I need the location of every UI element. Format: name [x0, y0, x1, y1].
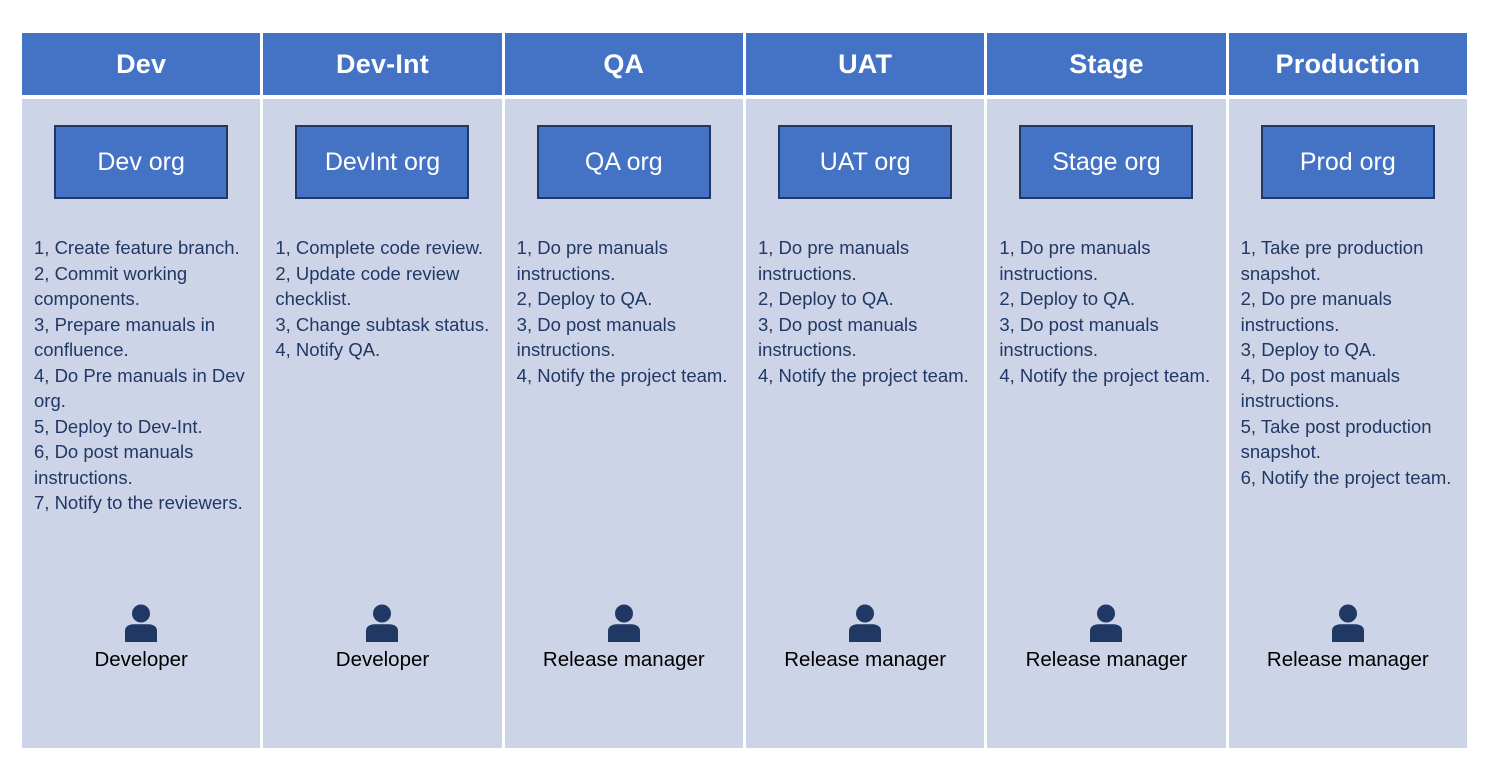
step-line: 1, Do pre manuals instructions. [757, 237, 910, 284]
step-list-dev-int: 1, Complete code review. 2, Update code r… [263, 235, 501, 363]
person-icon [849, 604, 882, 642]
step-line: 1, Take pre production snapshot. [1240, 237, 1424, 284]
step-line: 3, Deploy to QA. [1240, 339, 1377, 360]
column-header-label: Dev [116, 48, 167, 79]
step-line: 6, Notify the project team. [1240, 466, 1452, 488]
step-line: 2, Commit working components. [34, 262, 188, 310]
column-body-stage: Stage org 1, Do pre manuals instructions… [987, 99, 1226, 748]
role-label: Release manager [542, 648, 705, 671]
column-header-uat: UAT [745, 33, 985, 95]
person-icon [366, 604, 399, 642]
role-block-qa: Release manager [505, 604, 743, 672]
step-list-production: 1, Take pre production snapshot.2, Do pr… [1229, 235, 1467, 490]
org-box-uat: UAT org [778, 125, 953, 199]
step-line: 5, Deploy to Dev-Int. [34, 415, 203, 437]
column-body-qa: QA org 1, Do pre manuals instructions. 2,… [504, 99, 743, 748]
column-header-qa: QA [504, 33, 743, 95]
role-block-uat: Release manager [746, 604, 984, 672]
step-line: 1, Create feature branch. [34, 237, 240, 258]
org-box-label: UAT org [819, 147, 911, 176]
role-block-production: Release manager [1229, 604, 1467, 672]
column-body-dev-int: DevInt org 1, Complete code review. 2, Up… [263, 99, 502, 748]
org-box-label: Prod org [1299, 147, 1396, 176]
step-line: 2, Do pre manuals instructions. [1240, 288, 1392, 335]
header-row: Dev Dev-Int QA UAT Stage Production [22, 33, 1467, 95]
person-icon [607, 604, 640, 642]
step-line: 2, Deploy to QA. [999, 288, 1136, 309]
step-line: 1, Do pre manuals instructions. [999, 237, 1151, 284]
org-box-dev: Dev org [54, 125, 229, 199]
column-header-label: Stage [1069, 48, 1144, 79]
step-line: 3, Do post manuals instructions. [999, 313, 1159, 361]
step-line: 4, Notify QA. [275, 339, 381, 360]
role-label: Release manager [784, 648, 947, 671]
org-box-dev-int: DevInt org [295, 125, 470, 199]
step-line: 4, Notify the project team. [999, 364, 1211, 386]
step-list-stage: 1, Do pre manuals instructions. 2, Deploy… [987, 235, 1225, 388]
step-line: 3, Change subtask status. [275, 313, 490, 335]
person-icon [1331, 604, 1364, 642]
column-header-dev-int: Dev-Int [263, 33, 502, 95]
person-icon [125, 604, 158, 642]
role-label: Developer [94, 648, 188, 671]
body-row: Dev org 1, Create feature branch. 2, Comm… [22, 99, 1467, 748]
step-list-uat: 1, Do pre manuals instructions. 2, Deploy… [746, 235, 984, 388]
role-block-dev-int: Developer [263, 604, 501, 672]
step-line: 1, Do pre manuals instructions. [516, 237, 668, 284]
step-line: 4, Notify the project team. [516, 364, 728, 386]
role-block-dev: Developer [22, 604, 260, 672]
org-box-stage: Stage org [1019, 125, 1194, 199]
step-line: 2, Update code review checklist. [275, 262, 460, 310]
column-header-stage: Stage [987, 33, 1226, 95]
role-block-stage: Release manager [987, 604, 1225, 672]
column-header-dev: Dev [22, 33, 261, 95]
column-body-dev: Dev org 1, Create feature branch. 2, Comm… [22, 99, 261, 748]
column-header-label: UAT [838, 48, 893, 79]
column-header-label: QA [603, 48, 645, 79]
environment-pipeline-diagram: Dev Dev-Int QA UAT Stage Production Dev … [22, 33, 1467, 748]
step-line: 3, Do post manuals instructions. [757, 313, 918, 361]
step-line: 7, Notify to the reviewers. [34, 492, 243, 513]
person-icon [1090, 604, 1123, 642]
step-line: 3, Do post manuals instructions. [516, 313, 677, 361]
role-label: Release manager [1025, 648, 1188, 671]
step-line: 3, Prepare manuals in confluence. [34, 313, 215, 361]
org-box-label: QA org [584, 147, 663, 176]
role-label: Developer [335, 648, 430, 671]
role-label: Release manager [1266, 648, 1429, 671]
step-line: 4, Do post manuals instructions. [1240, 364, 1401, 412]
step-line: 6, Do post manuals instructions. [34, 441, 194, 488]
step-line: 5, Take post production snapshot. [1240, 415, 1432, 463]
step-list-qa: 1, Do pre manuals instructions. 2, Deploy… [505, 235, 743, 388]
org-box-label: Dev org [97, 147, 185, 176]
org-box-label: DevInt org [324, 147, 441, 176]
step-line: 4, Do Pre manuals in Dev org. [34, 364, 245, 412]
column-header-label: Dev-Int [336, 48, 429, 79]
column-header-label: Production [1275, 48, 1421, 79]
step-line: 4, Notify the project team. [757, 364, 969, 386]
column-body-uat: UAT org 1, Do pre manuals instructions. 2… [745, 99, 985, 748]
column-header-production: Production [1228, 33, 1467, 95]
org-box-production: Prod org [1260, 125, 1435, 199]
step-list-dev: 1, Create feature branch. 2, Commit worki… [22, 235, 260, 516]
org-box-label: Stage org [1052, 147, 1161, 176]
step-line: 2, Deploy to QA. [516, 288, 653, 309]
column-body-production: Prod org 1, Take pre production snapshot… [1228, 99, 1467, 748]
step-line: 2, Deploy to QA. [757, 288, 894, 309]
step-line: 1, Complete code review. [275, 237, 484, 258]
org-box-qa: QA org [536, 125, 711, 199]
